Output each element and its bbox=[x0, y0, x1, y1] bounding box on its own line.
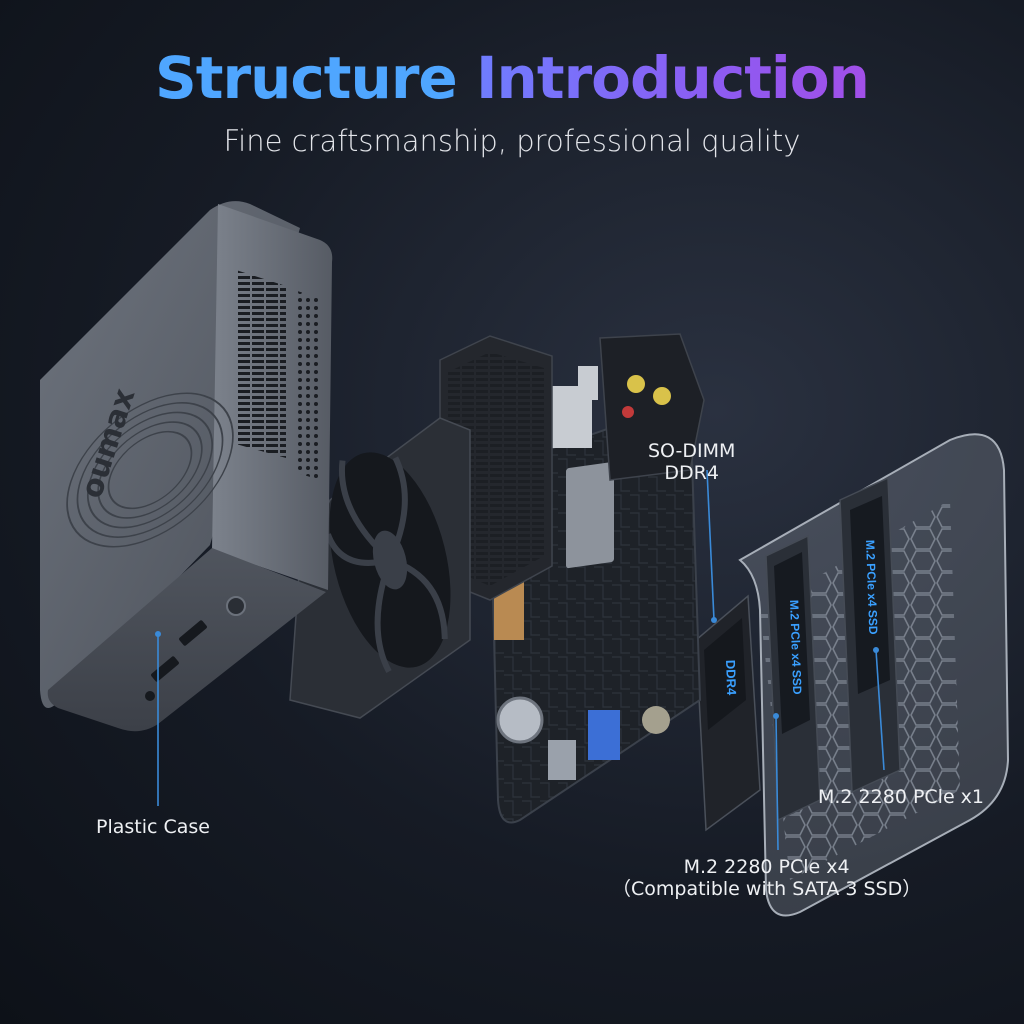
usb-port bbox=[588, 710, 620, 760]
main-case: oumax bbox=[40, 201, 333, 732]
callout-ssd-x4: M.2 2280 PCle x4 （Compatible with SATA 3… bbox=[612, 856, 921, 900]
callout-ram: SO-DIMM DDR4 bbox=[648, 440, 735, 484]
callout-ssd-x1: M.2 2280 PCle x1 bbox=[818, 786, 985, 808]
callout-line-ssd-x1 bbox=[875, 649, 885, 771]
callout-lines bbox=[157, 469, 885, 851]
cooling-fan-assembly bbox=[289, 335, 553, 719]
callout-ram-line2: DDR4 bbox=[664, 462, 719, 484]
callout-ssd-x4-line2: （Compatible with SATA 3 SSD） bbox=[612, 878, 922, 900]
top-logo-pad bbox=[66, 392, 234, 548]
ram-module-label: DDR4 bbox=[723, 660, 739, 697]
cmos-battery bbox=[496, 696, 544, 744]
callout-dot-ssd-x4 bbox=[773, 713, 779, 719]
ssd-x1-card bbox=[765, 534, 821, 822]
callout-dot-ssd-x1 bbox=[873, 647, 879, 653]
callout-ssd-x4-line1: M.2 2280 PCle x4 bbox=[683, 856, 850, 878]
callout-ram-line1: SO-DIMM bbox=[648, 440, 736, 462]
callout-dot-case bbox=[155, 631, 161, 637]
ssd-a-label: M.2 PCle x4 SSD bbox=[863, 540, 880, 635]
rear-io-ports bbox=[550, 333, 705, 481]
ssd-b-label: M.2 PCle x4 SSD bbox=[787, 600, 804, 695]
callout-line-ram bbox=[706, 469, 715, 621]
power-button bbox=[226, 596, 246, 616]
ssd-x4-card bbox=[839, 476, 901, 794]
title-word-introduction: Introduction bbox=[475, 44, 870, 112]
callout-line-ssd-x4 bbox=[775, 715, 779, 851]
cpu-heatspreader bbox=[566, 462, 614, 569]
callout-plastic-case: Plastic Case bbox=[96, 816, 210, 838]
page-title: Structure Introduction bbox=[0, 44, 1024, 112]
callout-dot-ram bbox=[711, 617, 717, 623]
title-word-structure: Structure bbox=[155, 44, 458, 112]
usb-port-2 bbox=[548, 740, 576, 780]
ram-module bbox=[695, 594, 761, 832]
wifi-connector bbox=[642, 706, 670, 734]
page-subtitle: Fine craftsmanship, professional quality bbox=[223, 124, 801, 158]
